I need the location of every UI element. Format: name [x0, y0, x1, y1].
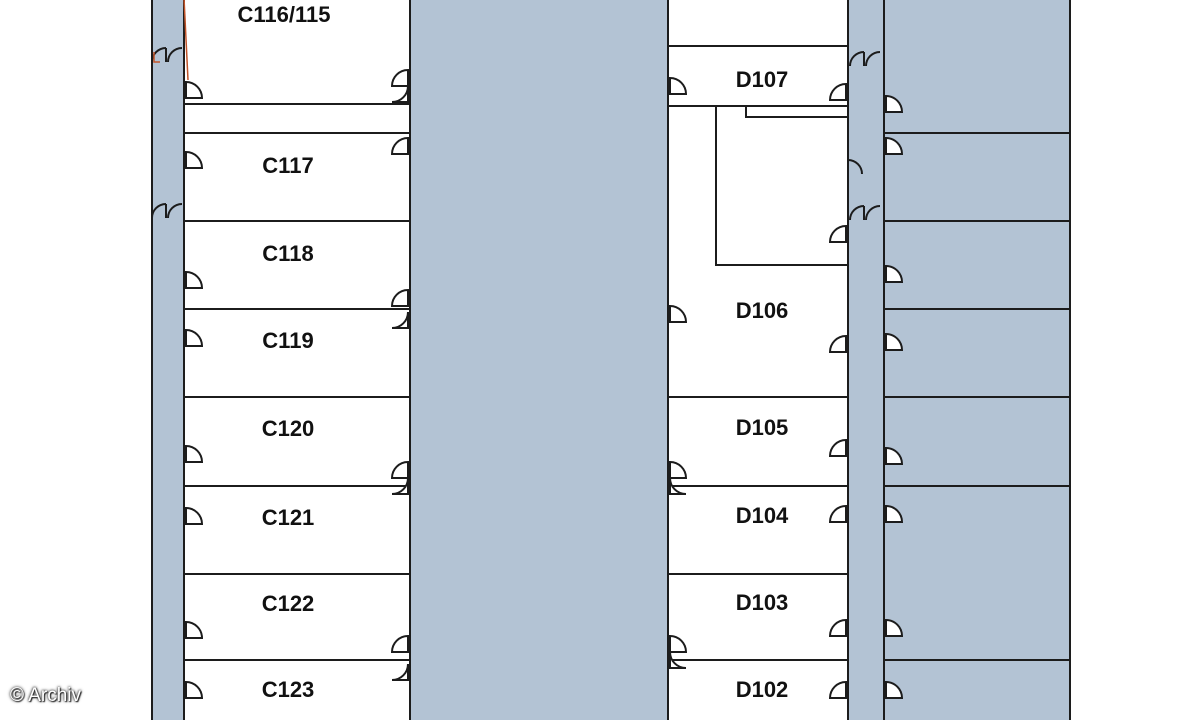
- copyright-credit: © Archiv: [10, 685, 82, 706]
- label-d105: D105: [736, 415, 789, 440]
- room-c122: [183, 573, 411, 661]
- room-d103: [667, 573, 849, 661]
- label-d107: D107: [736, 67, 789, 92]
- room-c121: [183, 485, 411, 575]
- passage-left: [183, 103, 411, 134]
- room-c120: [183, 396, 411, 487]
- right-corridor: [847, 0, 885, 720]
- room-c117: [183, 132, 411, 222]
- room-d105: [667, 396, 849, 487]
- central-corridor: [388, 0, 690, 720]
- label-c120: C120: [262, 416, 315, 441]
- label-c121: C121: [262, 505, 315, 530]
- label-d102: D102: [736, 677, 789, 702]
- right-block-partitions: [884, 132, 1070, 661]
- corridor-double-doors: [151, 47, 881, 221]
- room-c118: [183, 220, 411, 310]
- room-d106: [667, 105, 849, 398]
- label-c119: C119: [262, 328, 313, 353]
- room-c123: [183, 659, 411, 720]
- corridors: [151, 0, 1071, 720]
- label-c118: C118: [262, 241, 313, 266]
- d106-internal-walls: [715, 106, 848, 266]
- room-d102: [667, 659, 849, 720]
- label-c117: C117: [262, 153, 313, 178]
- label-d104: D104: [736, 503, 789, 528]
- room-c119: [183, 308, 411, 398]
- left-rooms: [183, 0, 411, 720]
- stair-highlight: [153, 0, 189, 81]
- room-c116-115: [183, 0, 411, 105]
- right-block: [883, 0, 1071, 720]
- label-c116-115: C116/115: [238, 2, 331, 27]
- label-c123: C123: [262, 677, 315, 702]
- label-c122: C122: [262, 591, 315, 616]
- left-corridor: [151, 0, 185, 720]
- label-d106: D106: [736, 298, 789, 323]
- room-d104: [667, 485, 849, 575]
- door-swings: [185, 68, 904, 699]
- label-d103: D103: [736, 590, 789, 615]
- room-labels: C116/115 C117 C118 C119 C120 C121 C122 C…: [238, 2, 790, 702]
- room-top-right: [667, 0, 849, 47]
- right-rooms: [667, 0, 849, 720]
- room-d107: [667, 45, 849, 107]
